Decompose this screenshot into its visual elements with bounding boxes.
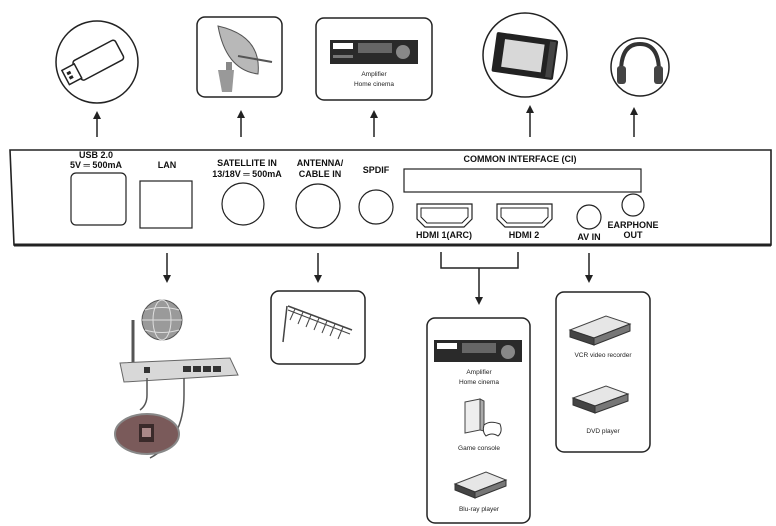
bluray-label: Blu-ray player [459, 506, 500, 513]
satellite-dish-icon [196, 16, 283, 98]
amplifier-hdmi-label-1: Amplifier [466, 369, 492, 376]
av-in-label: AV IN [577, 232, 600, 242]
lan-label: LAN [158, 160, 177, 170]
up-arrows [93, 105, 638, 137]
spdif-port[interactable] [358, 189, 394, 225]
headphones-icon [610, 37, 670, 97]
satellite-in-port[interactable] [221, 182, 265, 226]
ci-card-icon [482, 12, 568, 98]
earphone-label-2: OUT [624, 230, 644, 240]
antenna-cable-in-port[interactable] [295, 183, 341, 229]
satellite-label-1: SATELLITE IN [217, 158, 277, 168]
dvd-label: DVD player [586, 428, 620, 435]
vcr-icon [568, 315, 632, 346]
amplifier-top-box: Amplifier Home cinema [315, 17, 433, 101]
usb-stick-icon [55, 20, 139, 104]
usb-port[interactable] [70, 172, 127, 226]
satellite-label-2: 13/18V ═ 500mA [212, 169, 282, 179]
hdmi-2-port[interactable] [496, 203, 553, 228]
av-in-port[interactable] [576, 204, 602, 230]
down-arrows [163, 252, 593, 305]
hdmi-1-label: HDMI 1(ARC) [416, 230, 472, 240]
amplifier-hdmi-icon [434, 340, 522, 362]
amplifier-hdmi-label-2: Home cinema [459, 379, 499, 386]
hdmi-devices-box: Amplifier Home cinema Game console Blu-r… [426, 317, 531, 524]
router-icon [114, 299, 239, 459]
av-devices-box: VCR video recorder DVD player [555, 291, 651, 453]
dvd-player-icon [571, 385, 630, 414]
usb-label-1: USB 2.0 [79, 150, 113, 160]
game-console-icon [464, 398, 502, 437]
vcr-label: VCR video recorder [574, 352, 632, 359]
spdif-label: SPDIF [363, 165, 390, 175]
antenna-box [270, 290, 366, 365]
amplifier-top-label-2: Home cinema [354, 81, 394, 88]
antenna-label-1: ANTENNA/ [297, 158, 344, 168]
antenna-label-2: CABLE IN [299, 169, 342, 179]
lan-port[interactable] [139, 180, 193, 229]
amplifier-top-label-1: Amplifier [361, 71, 387, 78]
earphone-label-1: EARPHONE [607, 220, 658, 230]
tv-back-panel: USB 2.0 5V ═ 500mA LAN SATELLITE IN 13/1… [9, 149, 772, 247]
bluray-player-icon [453, 471, 508, 499]
amplifier-icon [330, 40, 418, 64]
tv-antenna-icon [282, 305, 353, 343]
earphone-out-port[interactable] [621, 193, 645, 217]
hdmi-1-port[interactable] [416, 203, 473, 228]
usb-label-2: 5V ═ 500mA [70, 160, 122, 170]
hdmi-2-label: HDMI 2 [509, 230, 540, 240]
ci-label: COMMON INTERFACE (CI) [464, 154, 577, 164]
game-console-label: Game console [458, 445, 500, 452]
common-interface-slot[interactable] [403, 168, 642, 193]
